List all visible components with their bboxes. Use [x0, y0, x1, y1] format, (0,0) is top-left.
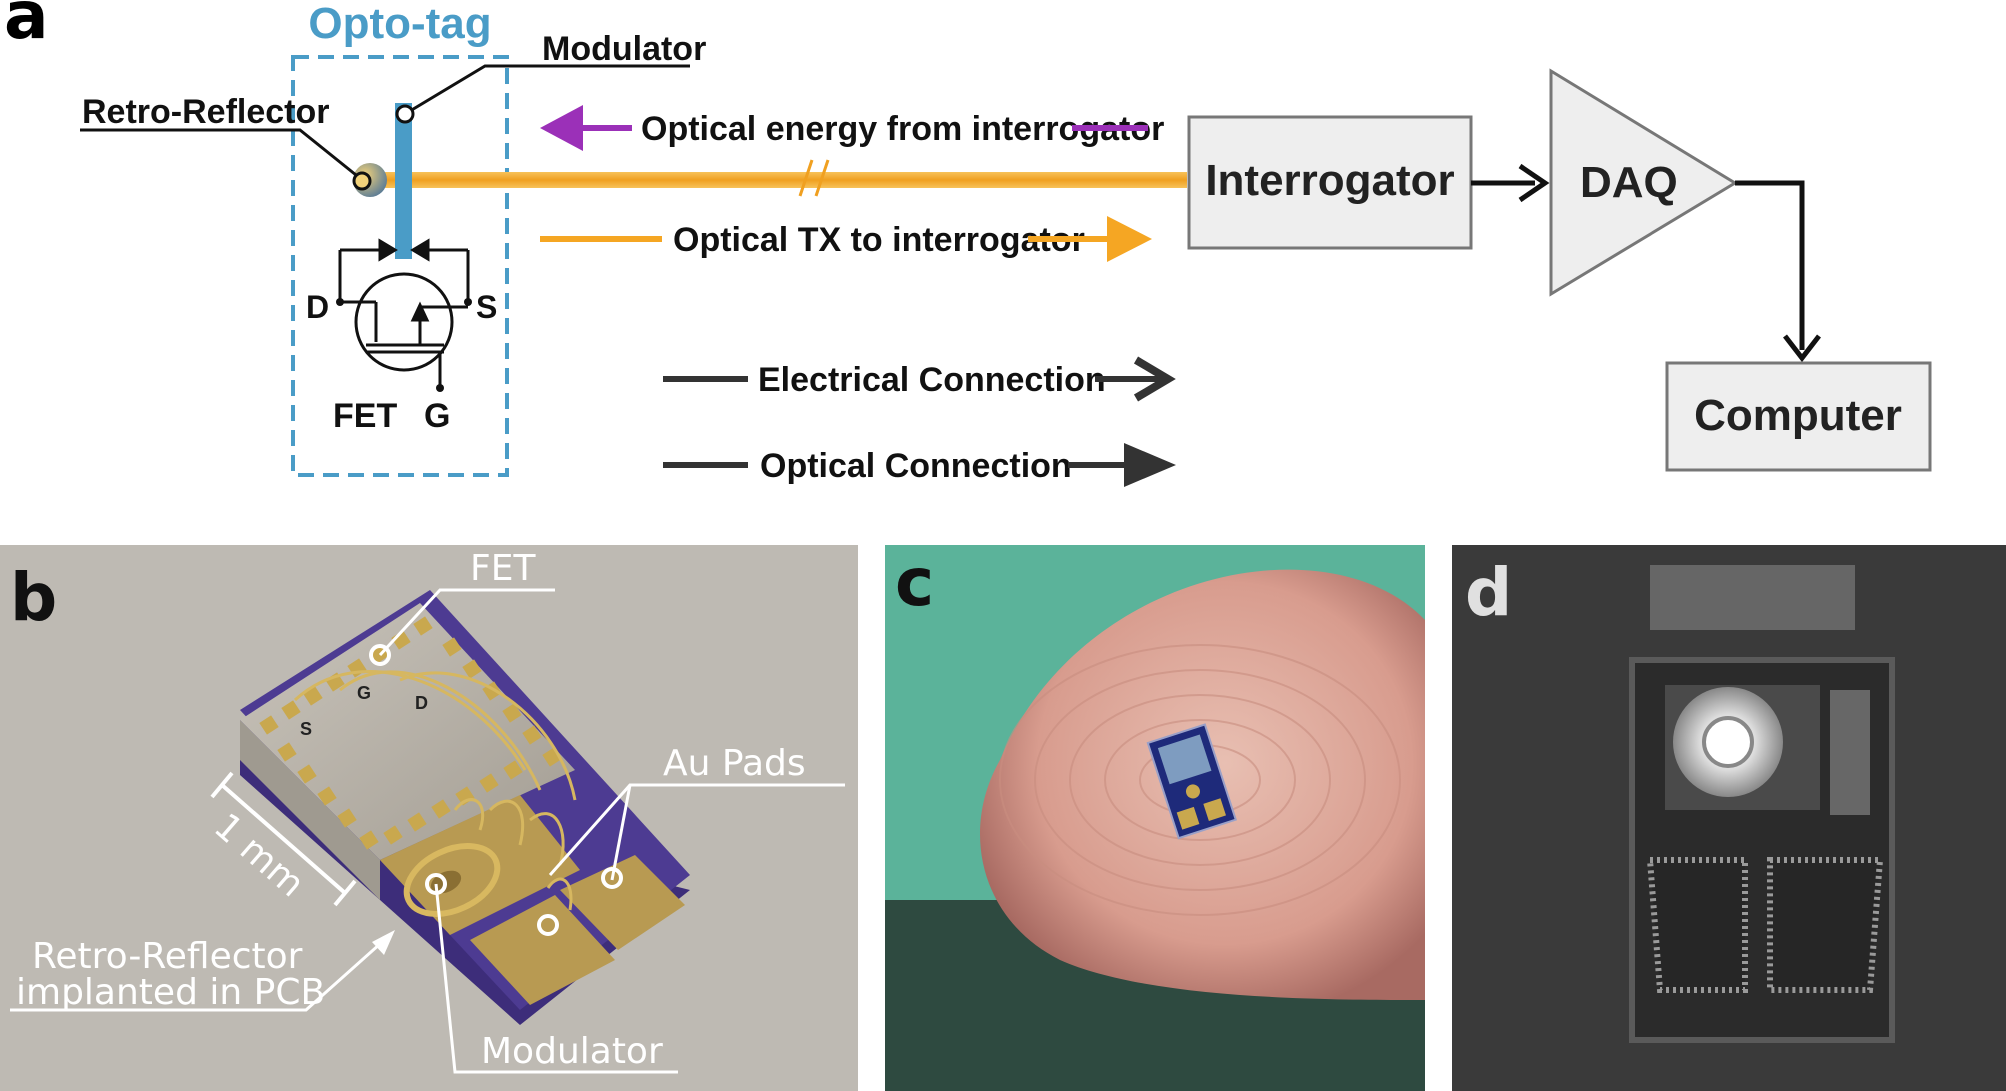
modulator-label: Modulator	[542, 30, 706, 68]
panel-d-speckle-right	[1830, 690, 1870, 815]
panel-b-letter: b	[10, 559, 57, 636]
panel-c-letter: c	[895, 544, 934, 621]
panel-d-top-component	[1650, 565, 1855, 630]
pin-d-label: D	[415, 693, 428, 713]
legend-optical-arrowhead	[1124, 443, 1176, 487]
modulator-bar	[395, 103, 412, 259]
panel-d-letter: d	[1465, 554, 1512, 631]
retro-reflector-label: Retro-Reflector	[82, 93, 329, 131]
fet-marker	[369, 644, 391, 666]
pcb-retro-pad	[380, 795, 580, 935]
fet-drain-node	[336, 298, 344, 306]
fet-source-node	[464, 298, 472, 306]
optical-beam	[365, 172, 1187, 188]
beam-break-mark	[798, 159, 830, 197]
optical-tx-label: Optical TX to interrogator	[673, 221, 1085, 259]
computer-label: Computer	[1694, 391, 1902, 440]
legend-electrical-label: Electrical Connection	[758, 361, 1106, 399]
interrogator-box	[1187, 115, 1473, 250]
retro-reflector-marker	[352, 171, 372, 191]
scale-bar-cap-1	[210, 771, 234, 799]
panel-b: S G D FET Au Pads 1 mm	[0, 545, 858, 1091]
scale-bar	[220, 783, 347, 895]
modulator-leader	[404, 64, 690, 116]
panel-d-pad-right	[1767, 857, 1884, 993]
fet-source-label: S	[476, 289, 497, 325]
retro-photo-arrowhead	[372, 930, 395, 955]
legend-optical-label: Optical Connection	[760, 447, 1072, 485]
au-pad-marker-right	[601, 867, 623, 889]
modulator-pad	[470, 895, 615, 1005]
au-pad-right	[560, 855, 685, 950]
retro-photo-leader	[10, 933, 391, 1012]
panel-c: c	[885, 544, 1425, 1091]
fet-photo-label: FET	[470, 548, 536, 589]
panel-d-pad-left	[1646, 857, 1748, 993]
panel-a-letter: a	[4, 0, 49, 54]
panel-d-retro-center	[1702, 716, 1754, 768]
fet-label: FET	[333, 397, 397, 435]
bond-wires	[293, 669, 577, 911]
modulator-photo-leader	[434, 883, 678, 1074]
au-pads-label: Au Pads	[663, 743, 806, 784]
retro-reflector-ring	[403, 843, 501, 917]
retro-photo-label-2: implanted in PCB	[16, 972, 325, 1013]
modulator-photo-marker	[425, 873, 447, 895]
tx-arrow-head	[1107, 216, 1152, 262]
panel-d: d	[1452, 545, 2006, 1091]
fet-leader	[378, 588, 555, 657]
fet-symbol	[338, 238, 470, 388]
retro-photo-label-1: Retro-Reflector	[32, 936, 303, 977]
opto-tag-title: Opto-tag	[308, 0, 491, 48]
computer-box	[1665, 361, 1932, 472]
energy-arrow-head	[540, 105, 583, 151]
fet-gate-node	[436, 384, 444, 392]
interrogator-daq-arrowhead	[1518, 163, 1550, 203]
au-pads-leader-2	[610, 784, 632, 881]
fet-gate-label: G	[424, 397, 450, 435]
daq-triangle	[1549, 68, 1738, 297]
retro-reflector-leader	[80, 128, 357, 177]
pin-s-label: S	[300, 719, 312, 739]
scale-bar-cap-2	[333, 879, 357, 907]
interrogator-label: Interrogator	[1205, 156, 1454, 205]
modulator-photo-label: Modulator	[481, 1031, 663, 1072]
pin-g-label: G	[357, 683, 371, 703]
au-pad-marker-left	[537, 914, 559, 936]
opto-tag-chip	[1146, 723, 1238, 840]
panel-a: a Opto-tag Retro-Reflector Modulator	[4, 0, 1932, 487]
opto-tag-box	[291, 55, 509, 477]
daq-label: DAQ	[1580, 158, 1678, 207]
fet-die-side	[240, 720, 380, 900]
legend-electrical-arrowhead	[1133, 356, 1176, 402]
fet-die-pads	[259, 616, 562, 850]
modulator-marker	[395, 104, 415, 124]
daq-computer-arrowhead	[1783, 334, 1821, 363]
fet-drain-label: D	[306, 289, 329, 325]
daq-computer-connector	[1735, 180, 1805, 350]
